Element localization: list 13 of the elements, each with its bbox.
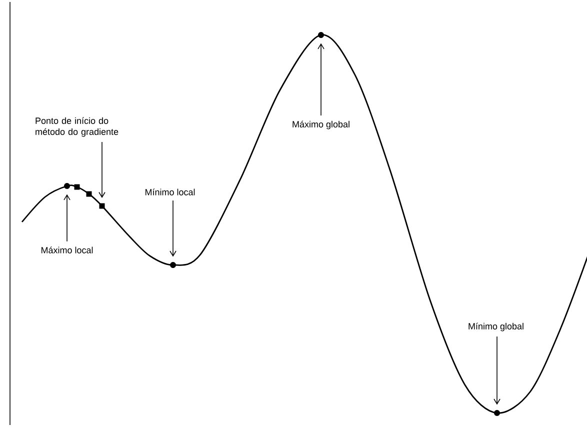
arrow bbox=[170, 200, 176, 257]
annotation-text: Máximo global bbox=[292, 120, 350, 130]
annotation-text: Mínimo global bbox=[468, 322, 524, 332]
annotation-text: Ponto de início do método do gradiente bbox=[36, 117, 118, 137]
annotation-text: Máximo local bbox=[41, 246, 93, 254]
arrow bbox=[98, 142, 106, 198]
arrow bbox=[494, 336, 500, 405]
arrow bbox=[318, 43, 324, 116]
arrow bbox=[64, 194, 70, 242]
square-marker bbox=[99, 203, 105, 209]
square-marker bbox=[86, 191, 92, 197]
square-marker bbox=[74, 184, 80, 190]
annotation-text: Mínimo local bbox=[145, 188, 195, 196]
